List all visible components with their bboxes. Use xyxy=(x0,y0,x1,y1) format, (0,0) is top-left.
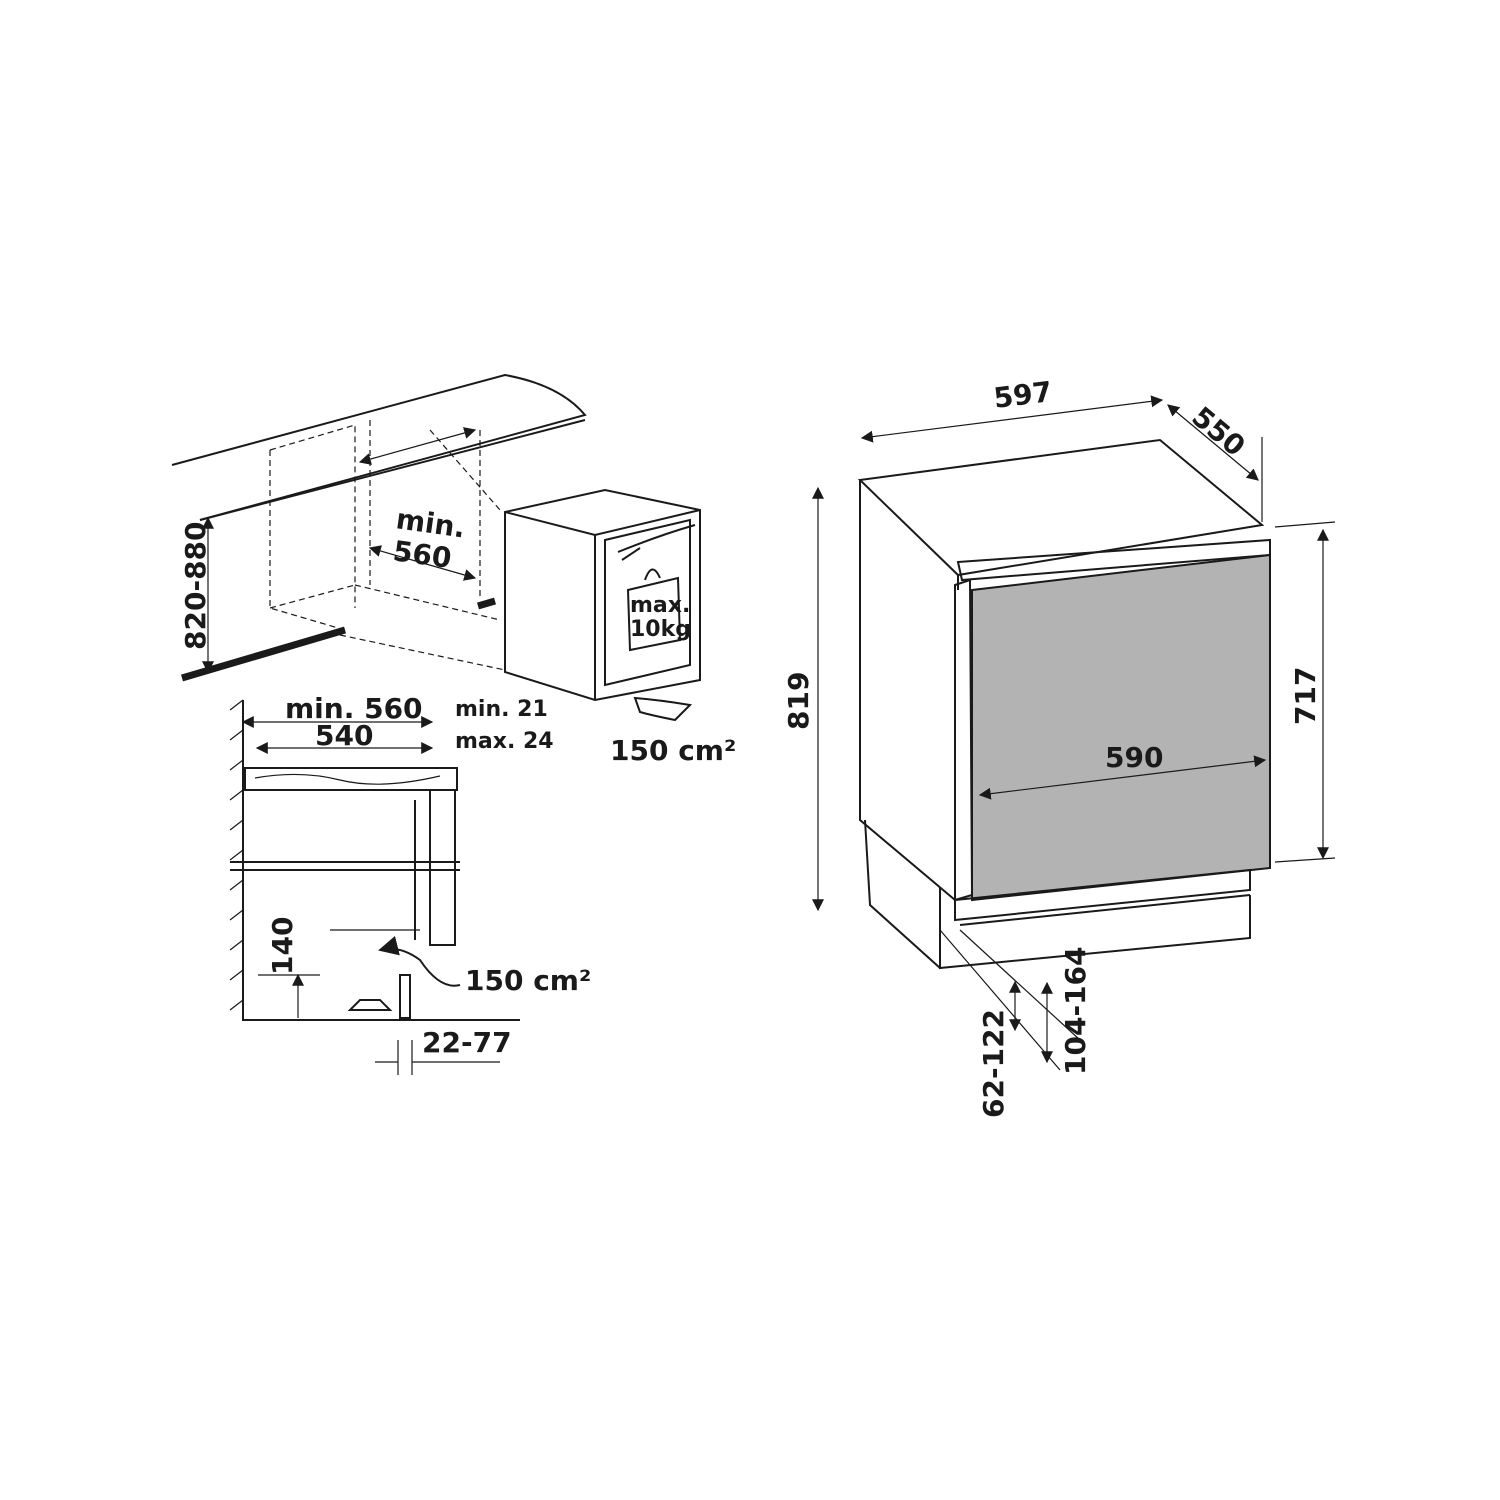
depth-label: 550 xyxy=(1186,400,1252,463)
width-label: 597 xyxy=(992,375,1054,415)
door-load-label-2: 10kg xyxy=(630,617,691,642)
section-view: min. 560 540 min. 21 max. 24 140 150 cm²… xyxy=(229,692,591,1075)
airflow-arrow-icon xyxy=(633,696,693,722)
door-load-label-1: max. xyxy=(630,593,690,618)
plinth-offset-label: 22-77 xyxy=(422,1026,512,1059)
section-depth-min-label: min. 560 xyxy=(285,692,423,725)
door-height-label: 717 xyxy=(1289,667,1322,725)
door-width-label: 590 xyxy=(1105,741,1163,774)
worktop-min-label: min. 21 xyxy=(455,697,548,722)
niche-depth-label-2: 560 xyxy=(391,534,453,575)
niche-height-label: 820-880 xyxy=(179,521,212,650)
height-label: 819 xyxy=(782,672,815,730)
airflow-front-label: 150 cm² xyxy=(610,734,736,767)
door-panel xyxy=(971,553,1271,902)
worktop-max-label: max. 24 xyxy=(455,729,554,754)
section-airflow-label: 150 cm² xyxy=(465,964,591,997)
appliance-view: 597 550 819 717 590 62-122 104-164 xyxy=(782,375,1336,1118)
appliance-perspective xyxy=(504,488,701,702)
plinth-range-1-label: 62-122 xyxy=(977,1009,1010,1118)
niche-perspective-view: min. 560 820-880 max. 10kg 150 cm² xyxy=(171,373,736,767)
plinth-range-2-label: 104-164 xyxy=(1059,946,1092,1075)
section-depth-label: 540 xyxy=(315,719,373,752)
worktop xyxy=(244,767,458,791)
plinth-height-label: 140 xyxy=(266,917,299,975)
